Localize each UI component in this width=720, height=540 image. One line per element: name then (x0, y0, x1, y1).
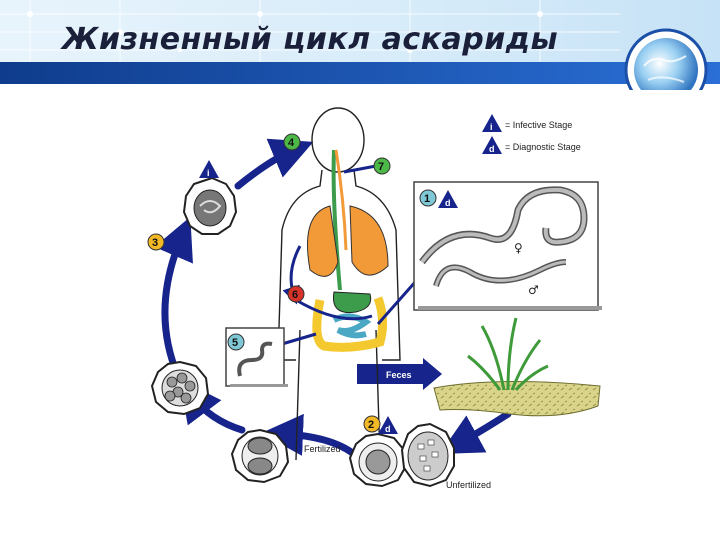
fertilized-egg (348, 432, 408, 488)
unfertilized-label: Unfertilized (446, 480, 491, 490)
female-symbol: ♀ (514, 241, 523, 255)
svg-text:i: i (490, 122, 493, 132)
globe-icon (634, 38, 698, 90)
svg-text:3: 3 (152, 237, 158, 249)
svg-text:= Diagnostic Stage: = Diagnostic Stage (505, 142, 581, 152)
embryonated-egg (182, 176, 238, 235)
small-intestine (332, 313, 372, 339)
svg-text:2: 2 (368, 419, 374, 431)
svg-text:7: 7 (378, 161, 384, 173)
stage-badge-6: 6 (287, 285, 305, 303)
developing-egg-multicell (150, 360, 210, 416)
svg-text:i: i (207, 168, 210, 178)
stage-badge-2: 2 (363, 415, 381, 433)
feces-arrow (357, 364, 423, 384)
stage-badge-4: 4 (283, 133, 301, 151)
right-lung (349, 205, 389, 276)
stage-badge-7: 7 (373, 157, 391, 175)
svg-text:6: 6 (292, 289, 298, 301)
developing-egg-two-cell (230, 428, 290, 484)
diagnostic-marker-egg: d (378, 416, 398, 434)
larva-box (225, 327, 288, 387)
legend-infective: i = Infective Stage (482, 114, 572, 132)
unfertilized-egg (400, 422, 455, 488)
fertilized-label: Fertilized (304, 444, 341, 454)
soil-with-grass (433, 317, 601, 417)
feces-label: Feces (386, 370, 412, 380)
svg-text:d: d (385, 424, 391, 434)
stage-badge-3: 3 (147, 233, 165, 251)
svg-text:d: d (445, 198, 451, 208)
svg-text:5: 5 (232, 337, 238, 349)
stage-badge-1: 1 (419, 189, 437, 207)
legend: i = Infective Stage d = Diagnostic Stage (482, 114, 581, 154)
male-symbol: ♂ (528, 283, 539, 297)
left-lung (307, 205, 339, 277)
svg-text:d: d (489, 144, 495, 154)
header-banner (0, 0, 720, 90)
slide-title: Жизненный цикл аскариды (61, 22, 559, 57)
stomach (332, 291, 372, 314)
adult-worms-box: ♀ ♂ (413, 181, 602, 311)
svg-text:4: 4 (288, 137, 295, 149)
svg-text:= Infective Stage: = Infective Stage (505, 120, 572, 130)
stage-badge-5: 5 (227, 333, 245, 351)
human-body-outline (277, 107, 401, 461)
infective-marker-egg: i (199, 160, 219, 178)
svg-text:1: 1 (424, 193, 430, 205)
diagnostic-marker-adult: d (438, 190, 458, 208)
legend-diagnostic: d = Diagnostic Stage (482, 136, 581, 154)
